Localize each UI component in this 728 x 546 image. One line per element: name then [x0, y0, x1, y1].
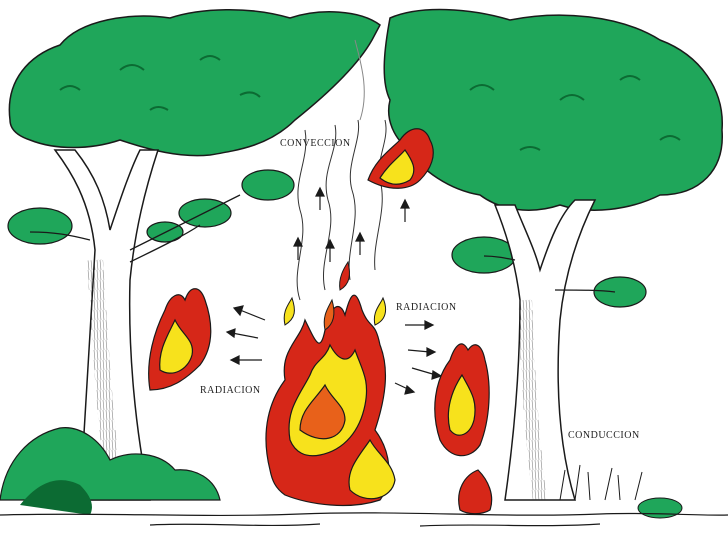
left-tree-canopy	[8, 9, 381, 157]
radiation-label-left: RADIACION	[200, 385, 261, 396]
right-shrub-fire	[434, 343, 493, 515]
central-fire	[265, 294, 396, 507]
canopy-fire	[367, 128, 434, 189]
right-tree-trunk	[483, 199, 616, 501]
radiation-arrows-left	[225, 305, 266, 365]
left-ground-shrubs	[0, 427, 221, 515]
right-tree-canopy	[383, 8, 723, 211]
radiation-label-right: RADIACION	[396, 302, 457, 313]
small-flames	[283, 260, 387, 331]
convection-arrows	[293, 186, 410, 262]
left-branch-fire	[148, 288, 212, 391]
right-ground-grass	[559, 464, 683, 519]
ground-line	[0, 512, 728, 527]
convection-label: CONVECCION	[280, 138, 351, 149]
conduction-label: CONDUCCION	[568, 430, 640, 441]
radiation-arrows-right	[394, 320, 443, 395]
